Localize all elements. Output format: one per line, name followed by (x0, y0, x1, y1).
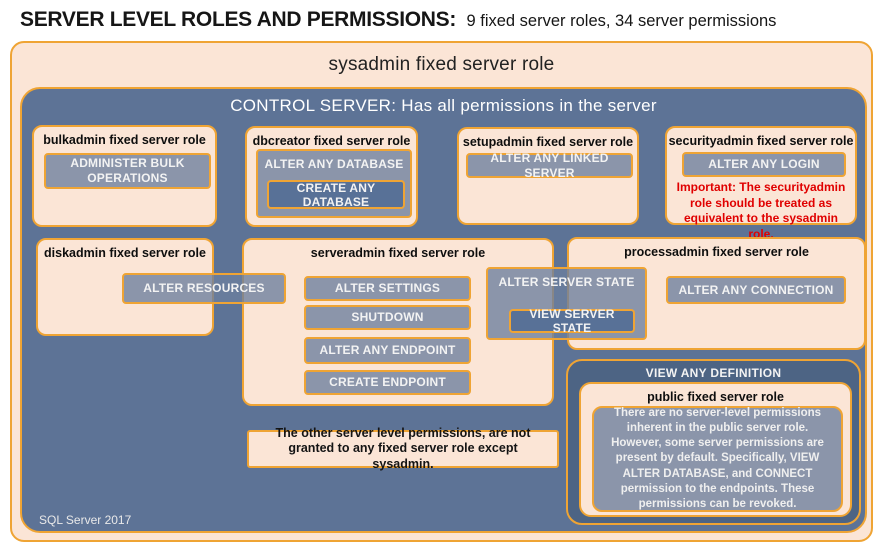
public-role-box: public fixed server role There are no se… (579, 382, 852, 517)
permission-administer-bulk-operations: ADMINISTER BULK OPERATIONS (44, 153, 211, 189)
dbcreator-role-title: dbcreator fixed server role (252, 134, 411, 148)
permission-shutdown: SHUTDOWN (304, 305, 471, 330)
securityadmin-role-box: securityadmin fixed server role ALTER AN… (665, 126, 857, 241)
serveradmin-role-title: serveradmin fixed server role (310, 246, 486, 260)
securityadmin-warning-note: Important: The securityadmin role should… (676, 180, 846, 241)
processadmin-role-title: processadmin fixed server role (624, 245, 809, 259)
page-title-subtitle: 9 fixed server roles, 34 server permissi… (466, 12, 777, 30)
control-server-title: CONTROL SERVER: Has all permissions in t… (230, 96, 657, 115)
permission-view-server-state: VIEW SERVER STATE (509, 307, 635, 335)
permission-alter-settings: ALTER SETTINGS (304, 276, 471, 301)
permission-alter-any-database-group: ALTER ANY DATABASE CREATE ANY DATABASE (256, 149, 412, 218)
permission-alter-any-database: ALTER ANY DATABASE (264, 157, 404, 171)
permission-alter-server-state-group: ALTER SERVER STATE VIEW SERVER STATE (486, 267, 647, 340)
permission-alter-any-linked-server: ALTER ANY LINKED SERVER (466, 151, 633, 180)
permission-create-any-database: CREATE ANY DATABASE (267, 180, 405, 209)
page-title: SERVER LEVEL ROLES AND PERMISSIONS: 9 fi… (20, 8, 870, 32)
setupadmin-role-box: setupadmin fixed server role ALTER ANY L… (457, 127, 639, 225)
sysadmin-role-container: sysadmin fixed server role CONTROL SERVE… (10, 41, 873, 542)
view-any-definition-panel: VIEW ANY DEFINITION public fixed server … (566, 359, 861, 525)
dbcreator-role-box: dbcreator fixed server role ALTER ANY DA… (245, 126, 418, 227)
bulkadmin-role-box: bulkadmin fixed server role ADMINISTER B… (32, 125, 217, 227)
control-server-panel: CONTROL SERVER: Has all permissions in t… (20, 87, 867, 533)
diskadmin-role-title: diskadmin fixed server role (44, 246, 206, 260)
setupadmin-role-title: setupadmin fixed server role (462, 135, 634, 149)
securityadmin-role-title: securityadmin fixed server role (668, 134, 854, 148)
permission-alter-server-state: ALTER SERVER STATE (498, 275, 635, 289)
permission-alter-resources: ALTER RESOURCES (122, 273, 286, 304)
public-role-description: There are no server-level permissions in… (592, 406, 843, 512)
permission-alter-any-connection: ALTER ANY CONNECTION (666, 276, 846, 304)
sql-server-version-label: SQL Server 2017 (39, 513, 132, 527)
sysadmin-role-title: sysadmin fixed server role (328, 54, 555, 75)
permission-alter-any-login: ALTER ANY LOGIN (682, 152, 846, 177)
bulkadmin-role-title: bulkadmin fixed server role (43, 133, 206, 147)
other-permissions-footnote: The other server level permissions, are … (247, 426, 559, 471)
permission-alter-any-endpoint: ALTER ANY ENDPOINT (304, 337, 471, 364)
page-title-main: SERVER LEVEL ROLES AND PERMISSIONS: (20, 8, 457, 31)
permission-view-any-definition: VIEW ANY DEFINITION (645, 366, 782, 380)
permission-create-endpoint: CREATE ENDPOINT (304, 370, 471, 395)
public-role-title: public fixed server role (647, 390, 784, 404)
